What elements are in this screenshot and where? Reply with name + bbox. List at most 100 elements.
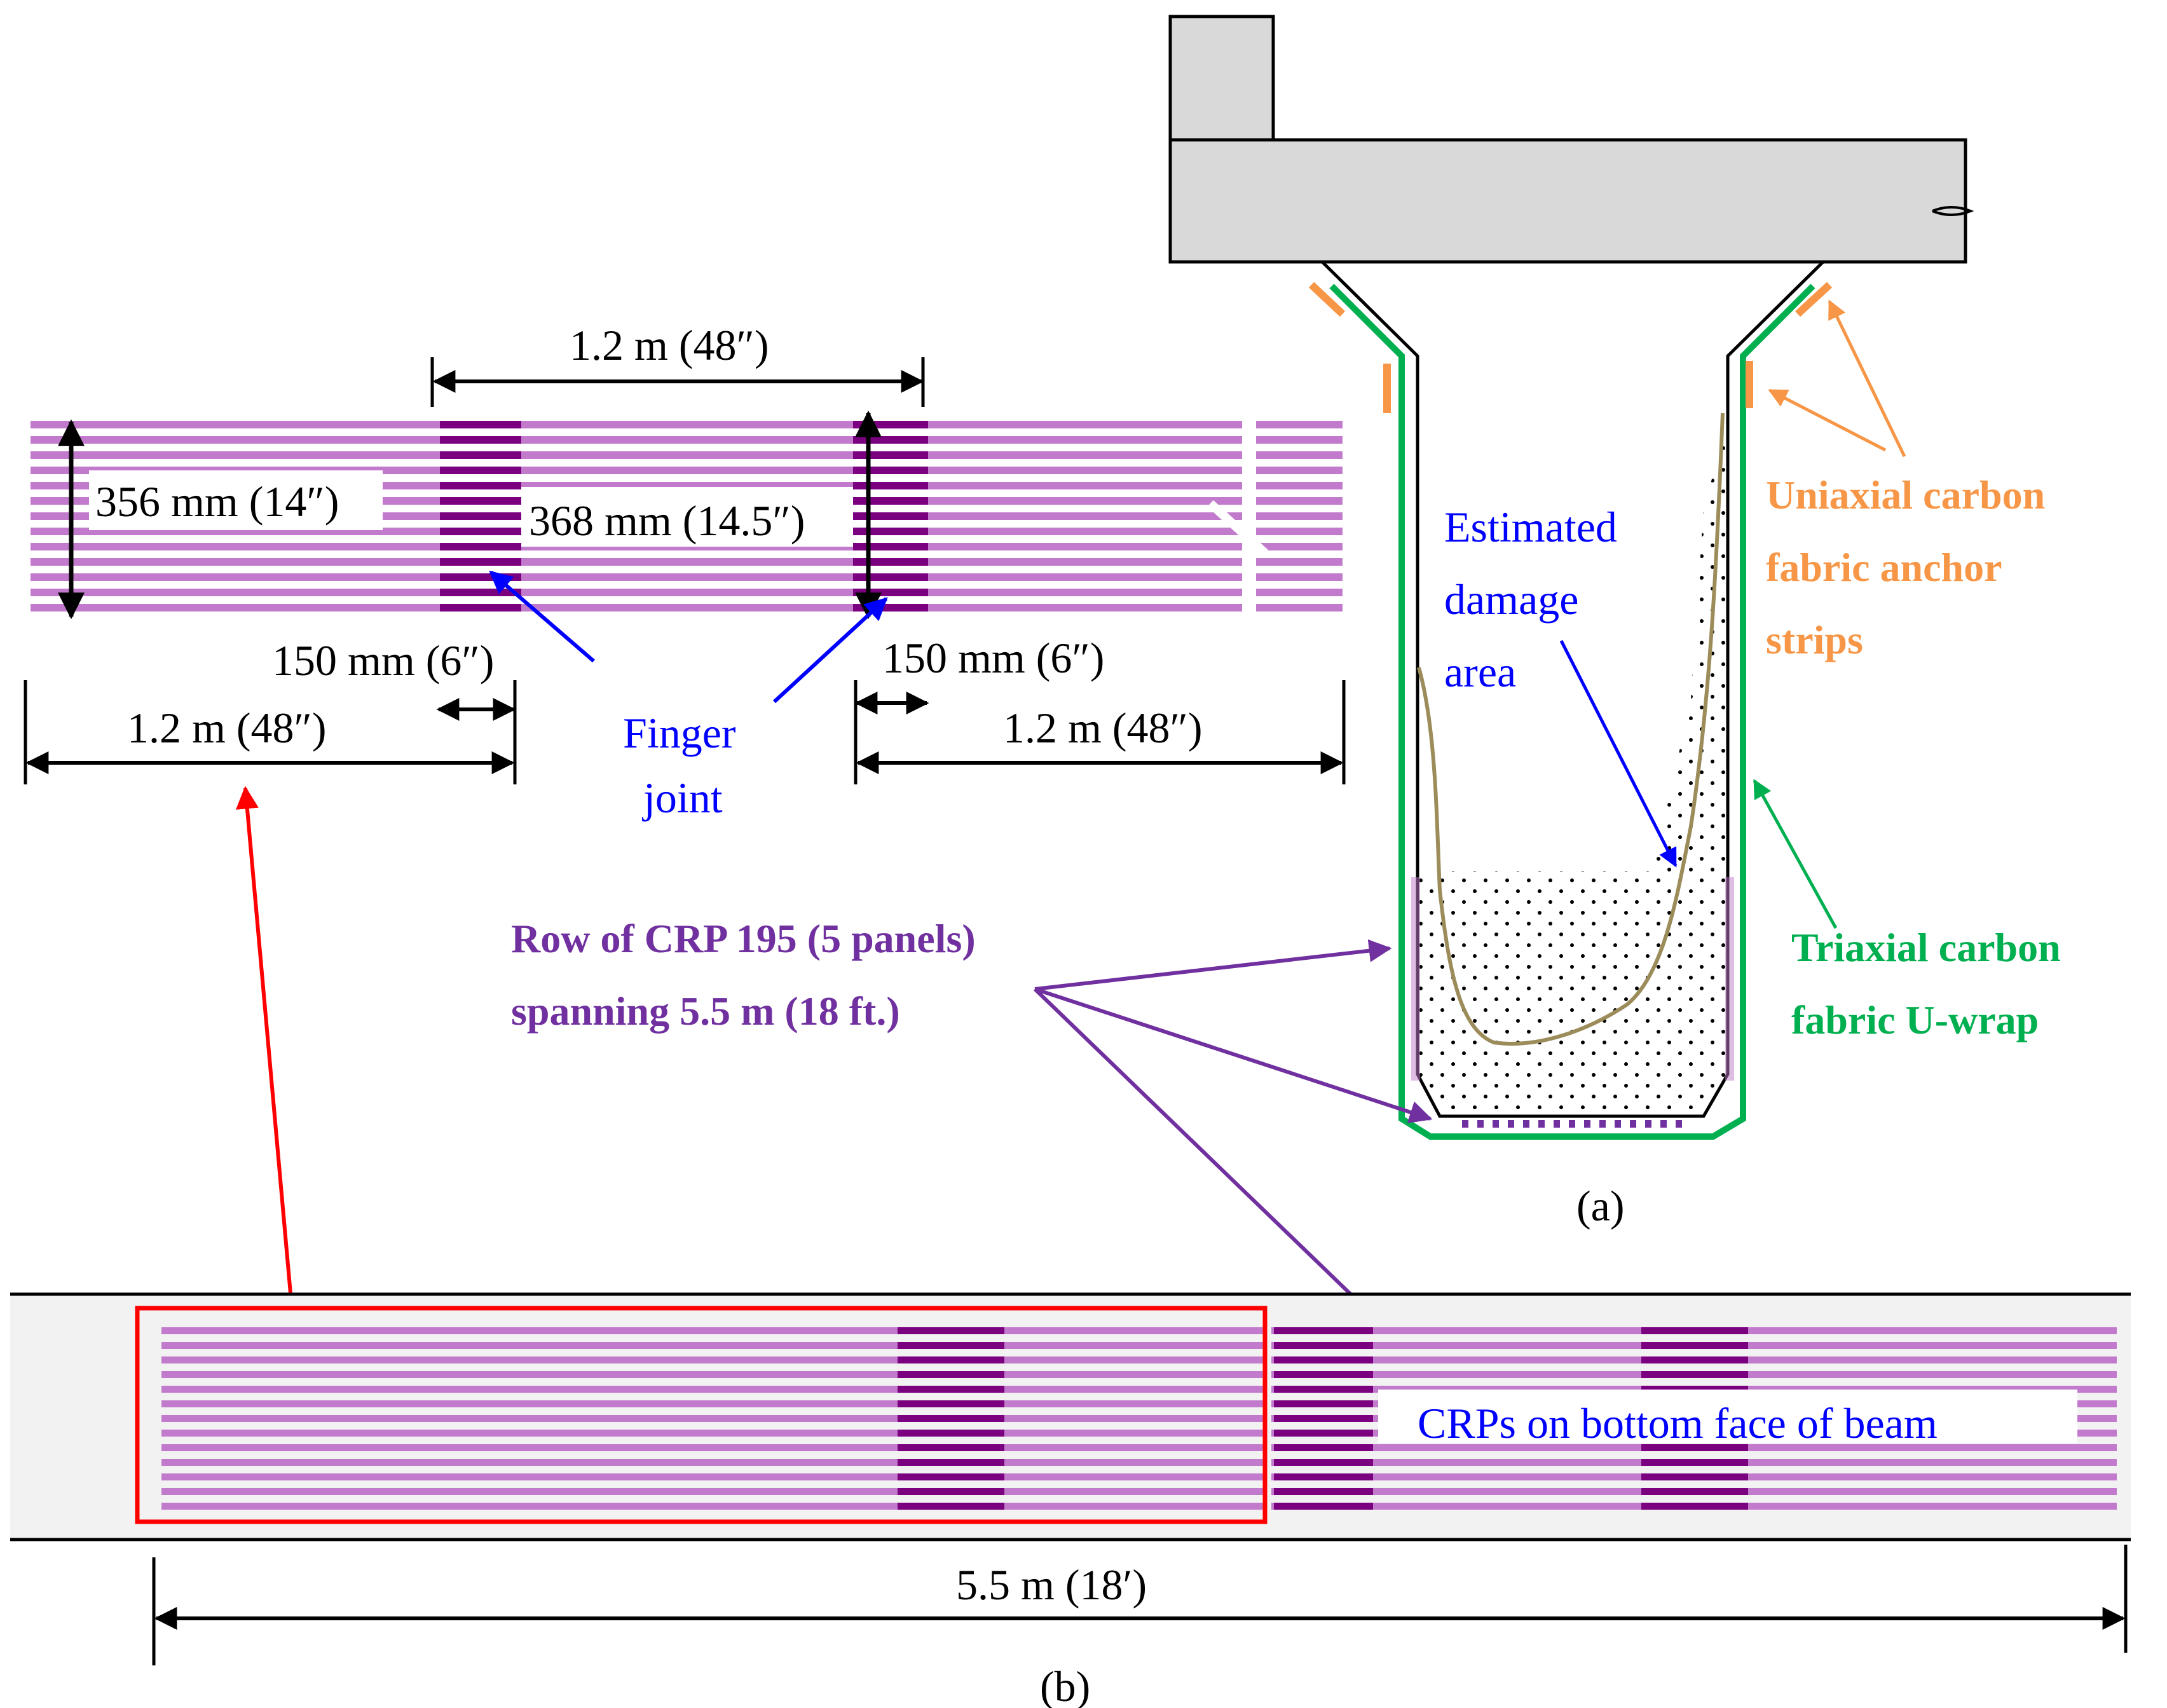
detail-link-arrow xyxy=(235,786,293,1301)
fabric-stripe xyxy=(1641,1371,1748,1378)
fabric-stripe xyxy=(1274,1415,1373,1422)
fabric-stripe xyxy=(1256,543,1343,550)
fabric-stripe xyxy=(1256,482,1343,489)
finger-joint-arrow-right xyxy=(772,597,888,704)
fabric-stripe xyxy=(161,1415,1265,1422)
fabric-stripe xyxy=(31,436,1242,444)
fabric-stripe xyxy=(161,1342,1265,1349)
height-joint-label-bg xyxy=(521,487,853,547)
joint-width-left-label: 150 mm (6″) xyxy=(272,636,494,685)
fabric-stripe xyxy=(161,1459,1265,1466)
fabric-stripe xyxy=(1641,1444,1748,1451)
fabric-stripe xyxy=(161,1400,1265,1407)
anchor-label-line1: Uniaxial carbon xyxy=(1766,472,2045,517)
right-span-label: 1.2 m (48″) xyxy=(1003,704,1203,752)
damage-label-line2: damage xyxy=(1444,575,1578,624)
overall-width-label: 1.2 m (48″) xyxy=(570,321,769,369)
fabric-stripe xyxy=(1641,1356,1748,1363)
slab-break-mark xyxy=(1932,206,1974,216)
fabric-stripe xyxy=(853,558,928,566)
fabric-stripe xyxy=(1641,1342,1748,1349)
crp-row-label-line2: spanning 5.5 m (18 ft.) xyxy=(511,988,900,1034)
fabric-stripe xyxy=(1256,558,1343,566)
fabric-stripe xyxy=(440,482,521,489)
fabric-stripe xyxy=(440,604,521,611)
concrete-slab xyxy=(1168,138,1967,264)
fabric-stripe xyxy=(1274,1371,1373,1378)
damage-dots xyxy=(1419,413,1730,1112)
fabric-stripe xyxy=(853,528,928,535)
crp-arrow-beam xyxy=(1033,987,1375,1318)
fabric-stripe xyxy=(898,1327,1004,1334)
fabric-stripe xyxy=(853,436,928,444)
fabric-stripe xyxy=(161,1371,1265,1378)
fabric-stripe xyxy=(898,1342,1004,1349)
panel-stripes xyxy=(31,421,1343,611)
finger-joint-label-line2: joint xyxy=(642,774,723,822)
crp-web-side-right xyxy=(1725,877,1734,1081)
fabric-stripe xyxy=(853,497,928,505)
panel-break-mark xyxy=(1207,500,1268,557)
fabric-stripe xyxy=(1274,1430,1373,1437)
fabric-stripe xyxy=(853,543,928,550)
crp-arrow-bottom xyxy=(1034,987,1433,1124)
uwrap-label-line1: Triaxial carbon xyxy=(1791,925,2061,970)
fabric-stripe xyxy=(31,558,1242,566)
crp-web-side-left xyxy=(1411,877,1420,1081)
fabric-stripe xyxy=(853,421,928,428)
fabric-stripe xyxy=(440,528,521,535)
fabric-stripe xyxy=(440,497,521,505)
fabric-stripe xyxy=(1641,1386,1748,1393)
triaxial-u-wrap xyxy=(1329,284,1815,1140)
fabric-stripe xyxy=(161,1386,1265,1393)
fabric-stripe xyxy=(853,589,928,596)
fabric-stripe xyxy=(440,421,521,428)
finger-joint-arrow-left xyxy=(489,570,595,663)
fabric-stripe xyxy=(1641,1488,1748,1495)
fabric-stripe xyxy=(853,604,928,611)
fabric-stripe xyxy=(1274,1386,1373,1393)
fabric-stripe xyxy=(440,558,521,566)
fabric-stripe xyxy=(1274,1488,1373,1495)
joint-width-right-label: 150 mm (6″) xyxy=(882,634,1104,682)
finger-joint-label-line1: Finger xyxy=(623,709,736,757)
fabric-stripe xyxy=(1256,573,1343,581)
fabric-stripe xyxy=(853,482,928,489)
fabric-stripe xyxy=(1256,467,1343,474)
fabric-stripe xyxy=(853,573,928,581)
fabric-stripe xyxy=(1274,1459,1373,1466)
crp-row-callout: Row of CRP 195 (5 panels) spanning 5.5 m… xyxy=(511,916,1433,1318)
fabric-stripe xyxy=(898,1444,1004,1451)
fabric-stripe xyxy=(440,512,521,520)
fabric-stripe xyxy=(161,1327,1265,1334)
fabric-stripe xyxy=(1274,1444,1373,1451)
fabric-stripe xyxy=(898,1473,1004,1480)
caption-b: (b) xyxy=(1040,1662,1090,1708)
height-panel-label: 356 mm (14″) xyxy=(95,477,339,526)
uwrap-label-line2: fabric U-wrap xyxy=(1791,997,2039,1042)
fabric-stripe xyxy=(898,1386,1004,1393)
fabric-stripe xyxy=(1256,421,1343,428)
anchor-strip-1 xyxy=(1308,282,1346,317)
fabric-stripe xyxy=(161,1503,1265,1510)
fabric-stripe xyxy=(898,1356,1004,1363)
fabric-stripe xyxy=(898,1371,1004,1378)
fabric-stripe xyxy=(1274,1473,1373,1480)
fabric-stripe xyxy=(1256,512,1343,520)
fabric-stripe xyxy=(161,1444,1265,1451)
fabric-stripe xyxy=(898,1415,1004,1422)
fabric-stripe xyxy=(1641,1503,1748,1510)
anchor-label-line3: strips xyxy=(1766,617,1863,662)
fabric-stripe xyxy=(31,421,1242,428)
fabric-stripe xyxy=(1641,1327,1748,1334)
fabric-stripe xyxy=(31,573,1242,581)
fabric-stripe xyxy=(1256,528,1343,535)
beam-bottom-view: CRPs on bottom face of beam 5.5 m (18′) … xyxy=(10,1292,2131,1708)
fabric-stripe xyxy=(1274,1356,1373,1363)
fabric-stripe xyxy=(853,451,928,459)
fabric-stripe xyxy=(1274,1503,1373,1510)
anchor-strip-3 xyxy=(1794,282,1833,317)
fabric-stripe xyxy=(440,451,521,459)
damage-outline xyxy=(1417,413,1725,1046)
